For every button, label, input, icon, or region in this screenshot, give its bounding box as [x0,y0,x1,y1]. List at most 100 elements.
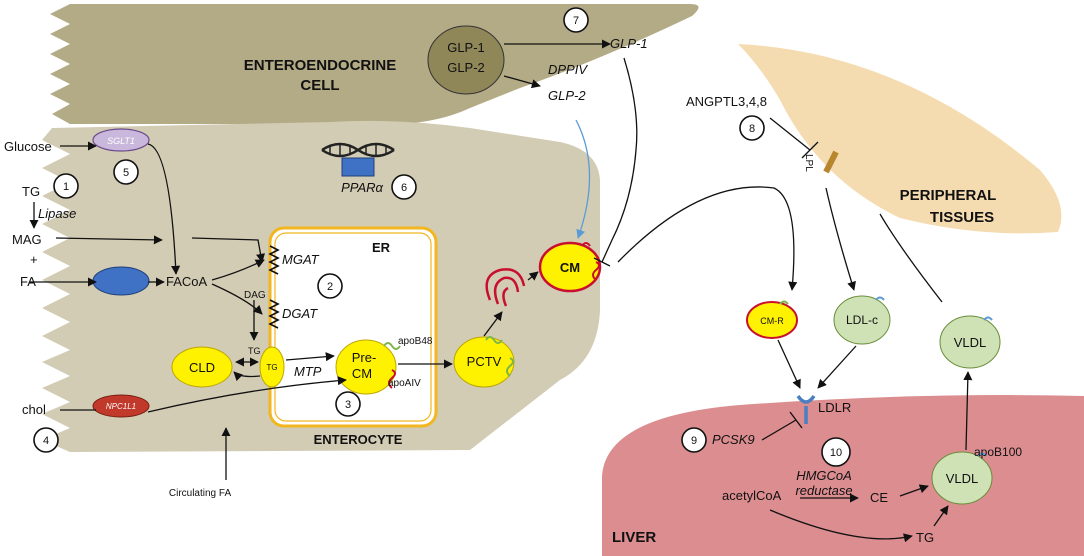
apob100-label: apoB100 [974,445,1022,459]
cld-label: CLD [189,360,215,375]
cm-particle [538,241,602,293]
apob48-apo-icon [383,342,401,350]
arrow-tg-precm [285,352,335,362]
arrow-golgi-cm [527,271,539,281]
arrow-npc1l1-precm [147,376,347,413]
step-circle-1 [53,173,79,199]
step-circle-5 [113,159,139,185]
mtp-label: MTP [294,364,322,379]
peripheral-label-2: TISSUES [930,209,994,226]
arrow-vldl-up [963,371,973,451]
step-number-4: 4 [43,435,49,447]
step-number-8: 8 [749,123,755,135]
glucose-label: Glucose [4,139,52,154]
tg-label: TG [22,184,40,199]
ldlr-receptor-icon [796,394,816,424]
pre-label: Pre- [352,350,377,365]
npc1l1-label: NPC1L1 [106,402,136,411]
apoaiv-label: apoAIV [388,378,421,389]
pcsk9-label: PCSK9 [712,432,755,447]
cm-label: CM [560,260,580,275]
step-number-7: 7 [573,15,579,27]
plus-label: + [30,252,38,267]
pctv-label: PCTV [467,354,502,369]
vldl-top-particle [939,315,1001,369]
enteroendocrine-cell-shape [50,4,699,124]
vldl-liver-label: VLDL [946,471,979,486]
tg-liver-label: TG [916,530,934,545]
arrow-glp2-cm [575,119,591,239]
step-number-10: 10 [830,447,842,459]
enterocyte-label: ENTEROCYTE [314,432,403,447]
facoa-label: FACoA [166,274,208,289]
apoaiv-apo-icon [388,369,396,389]
mgat-enzyme-icon [268,245,280,275]
arrow-cmr-ldlr [777,339,801,389]
lipase-label: Lipase [38,206,76,221]
acetylcoa-label: acetylCoA [722,488,782,503]
angptl-label: ANGPTL3,4,8 [686,94,767,109]
reductase-label: reductase [795,483,852,498]
arrow-pctv-golgi [483,311,503,337]
step-circle-7 [563,7,589,33]
arrow-facoa-dgat [211,283,263,315]
circulating-fa-label: Circulating FA [169,488,232,499]
ldl-c-particle [833,295,891,345]
arrow-lpl-ldlc [825,187,856,291]
step-circle-4 [33,427,59,453]
arrow-acetyl-tg [769,509,913,543]
step-circle-6 [391,174,417,200]
dppiv-label: DPPIV [548,62,588,77]
tg-small-label: TG [248,346,261,356]
tg-droplet-label: TG [266,363,277,372]
step-number-1: 1 [63,181,69,193]
step-circle-9 [681,427,707,453]
pctv-particle [453,336,515,388]
cld-droplet [171,346,233,388]
dna-icon [321,142,395,177]
enteroendocrine-label-2: CELL [300,77,339,94]
arrow-vldl-periph [879,213,943,303]
liver-label: LIVER [612,529,656,546]
ldl-c-label: LDL-c [846,313,878,327]
cm-pre-label: CM [352,366,372,381]
arrow-mag [55,235,163,245]
npc1l1-transporter [92,394,150,418]
arrow-facoa-mgat [211,259,265,281]
mag-label: MAG [12,232,42,247]
dgat-label: DGAT [282,306,318,321]
fa-label: FA [20,274,36,289]
glp-vesicle [427,25,505,95]
liver-shape [602,395,1084,556]
chol-label: chol [22,402,46,417]
tg-droplet [259,346,285,388]
arrow-mag-mgat [191,237,266,263]
arrow-tg-vldl [933,505,949,527]
step-number-3: 3 [345,399,351,411]
step-circle-10 [821,437,851,467]
cm-r-label: CM-R [760,316,784,326]
golgi-icon [485,268,526,307]
apob48-label: apoB48 [398,336,433,347]
step-circle-3 [335,391,361,417]
dag-label: DAG [244,290,266,301]
inhibit-pcsk9-ldlr [761,419,797,441]
ldlr-label: LDLR [818,400,851,415]
arrow-ldlc-ldlr [817,345,857,389]
arrow-tg-cld-return [233,371,261,382]
glp1-vesicle-label: GLP-1 [447,40,485,55]
cm-r-apo-icon [779,300,789,305]
step-number-5: 5 [123,167,129,179]
sglt1-label: SGLT1 [107,136,135,146]
lpl-bar [823,150,839,174]
hmgcoa-label: HMGCoA [796,468,852,483]
er-label: ER [372,240,391,255]
arrow-sglt1-facoa [147,143,181,275]
arrow-ce-vldl [899,484,929,497]
arrow-glp2 [503,75,541,89]
peripheral-tissues-shape [738,44,1062,234]
vldl-liver-particle [931,451,993,505]
mgat-label: MGAT [282,252,320,267]
pctv-apo-icon [485,336,514,377]
